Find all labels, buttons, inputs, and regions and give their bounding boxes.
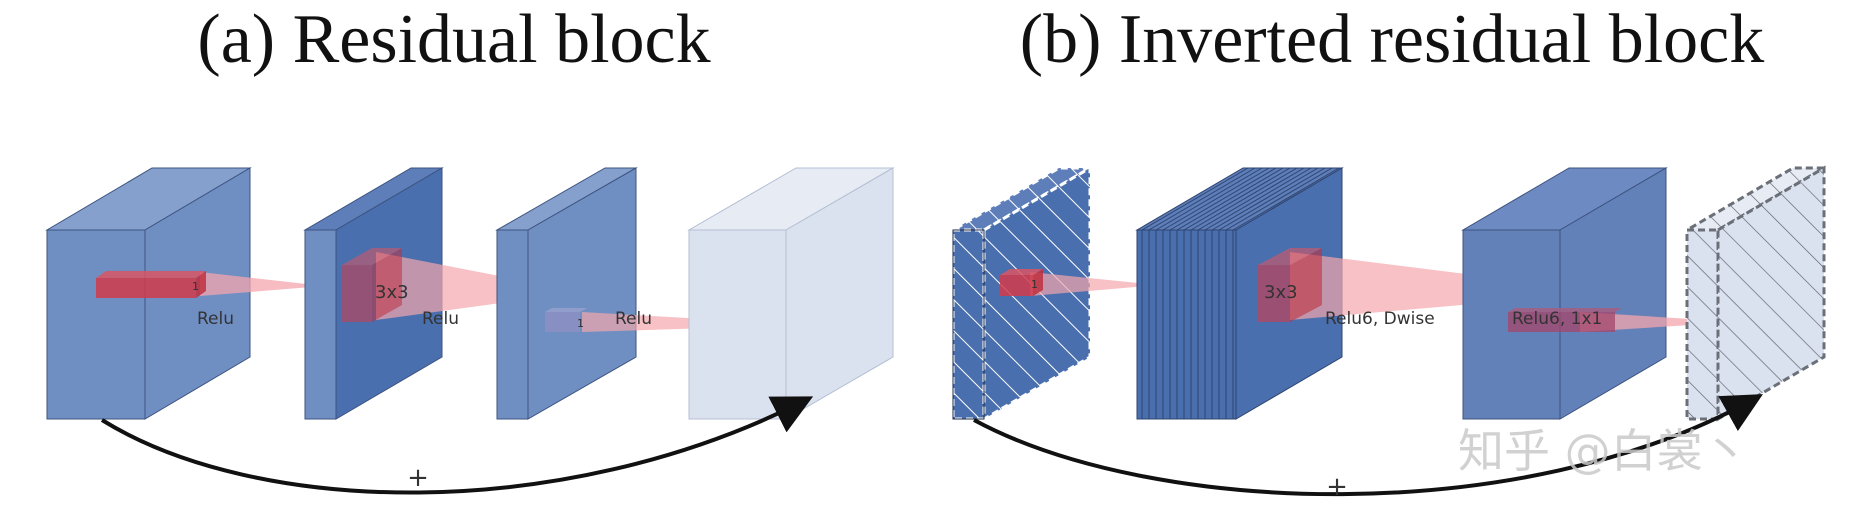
panel-a-cone-2: [376, 252, 582, 320]
panel-a-title: (a) Residual block: [197, 1, 710, 78]
panel-a-cone-1: [200, 272, 324, 296]
channel-slice-top-line: [1141, 167, 1249, 231]
channel-slice-top-line: [1162, 167, 1270, 231]
watermark-text: 知乎 @白裳丶: [1458, 424, 1749, 478]
panel-b-kernel-1: [1000, 269, 1043, 296]
panel-a-kernel-1: [96, 271, 206, 298]
panel-b-kernel-3x3: [1258, 248, 1322, 322]
panel-a-kernel-3x3-label: 3x3: [375, 282, 409, 303]
channel-slice-top-line: [1225, 167, 1333, 231]
channel-slice-top-line: [1176, 167, 1284, 231]
channel-slice-top-line: [1232, 167, 1340, 231]
channel-slice-top-line: [1148, 167, 1256, 231]
panel-a-relu-1: Relu: [197, 309, 234, 329]
channel-slice-top-line: [1211, 167, 1319, 231]
panel-a-relu-2: Relu: [422, 309, 459, 329]
panel-a-block-3: [495, 167, 638, 420]
panel-b-block-3: [1461, 167, 1668, 420]
panel-a-plus: +: [407, 463, 429, 493]
panel-a-kernel-1-label: 1: [192, 280, 199, 293]
panel-b-kernel-3x3-label: 3x3: [1264, 282, 1298, 303]
panel-a-relu-3: Relu: [615, 309, 652, 329]
channel-slice-top-line: [1218, 167, 1326, 231]
panel-b-kernel-1-label: 1: [1031, 278, 1038, 291]
panel-b-cone-1: [1030, 272, 1158, 296]
panel-a-kernel-1b-label: 1: [577, 317, 584, 330]
panel-a-skip-arrow: [100, 396, 814, 495]
channel-slice-top-line: [1155, 167, 1263, 231]
panel-a-kernel-1b: [545, 308, 587, 332]
panel-b-relu6-dwise: Relu6, Dwise: [1325, 309, 1435, 329]
panel-b-cone-3: [1580, 312, 1738, 332]
panel-b-output-block: [1681, 165, 1830, 422]
panel-a-output-block: [687, 167, 895, 420]
channel-slice-top-line: [1169, 167, 1277, 231]
panel-b-skip-arrow: [973, 394, 1763, 497]
panel-b-relu6-1x1: Relu6, 1x1: [1512, 309, 1602, 329]
panel-b-title: (b) Inverted residual block: [1020, 1, 1764, 78]
panel-b-kernel-1x1: [1508, 308, 1622, 332]
channel-slice-top-line: [1183, 167, 1291, 231]
channel-slice-top-line: [1197, 167, 1305, 231]
channel-slice-top-line: [1204, 167, 1312, 231]
panel-b-cone-2: [1290, 252, 1610, 320]
panel-a-kernel-3x3: [342, 248, 402, 322]
channel-slice-top-line: [1190, 167, 1298, 231]
panel-b-plus: +: [1326, 472, 1348, 502]
